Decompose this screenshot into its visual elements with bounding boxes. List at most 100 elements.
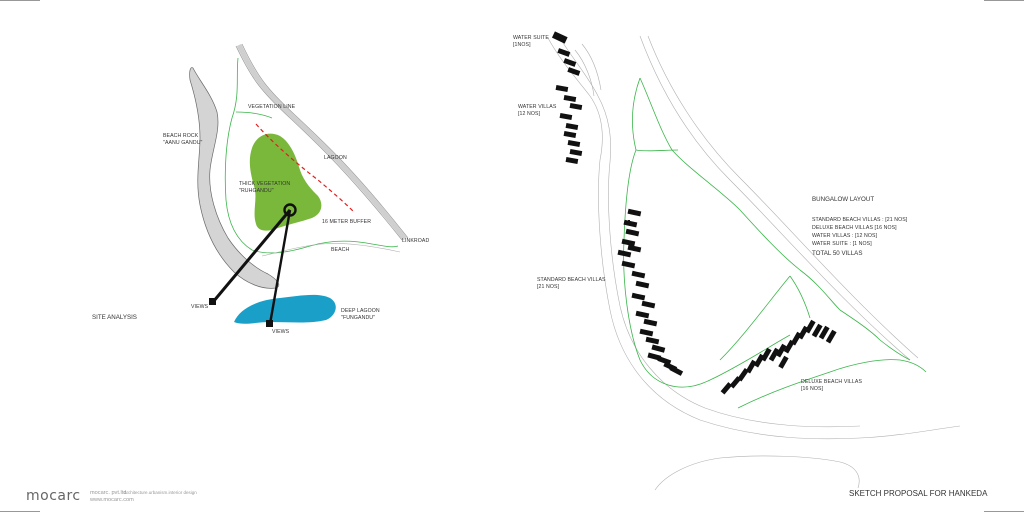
deluxe-villa [745,359,757,374]
deluxe-villa [720,382,733,395]
deluxe-villa [737,367,749,382]
water-villa [555,84,569,92]
standard-beach-villas-group [617,208,684,376]
standard-villa [617,249,632,258]
standard-villa [645,336,660,345]
link-road-outer [235,45,403,241]
standard-villa [627,208,642,217]
standard-villa [639,328,654,337]
water-villa [565,156,579,164]
standard-villa [635,310,650,319]
view-lines [209,203,297,327]
company-logo: mocarc [26,488,81,504]
label-beach: BEACH [331,247,350,253]
coastline-east-1 [639,35,911,361]
water-villa [569,102,583,110]
beach-line [261,243,401,257]
label-deluxe-villas: DELUXE BEACH VILLAS [801,379,862,385]
island-vegetation-east [632,77,811,361]
footer: mocarc mocarc. pvt.ltd. architecture.urb… [26,488,988,504]
site-analysis-diagram: VEGETATION LINE BEACH ROCK "AANU GANDU" … [92,43,429,335]
label-water-suite: WATER SUITE [513,35,549,41]
deluxe-villa [818,325,830,340]
deep-lagoon-area [234,294,336,324]
company-website: www.mocarc.com [89,497,134,503]
label-lagoon: LAGOON [324,155,347,161]
deluxe-villa [775,343,787,358]
standard-villa [631,292,646,301]
water-villa [563,130,577,138]
standard-villa [623,219,638,228]
label-deep-lagoon-name: "FUNGANDU" [341,315,375,321]
deluxe-villa [760,347,772,362]
standard-villa [628,220,630,222]
company-name: mocarc. pvt.ltd. [90,490,128,496]
label-beach-rock-name: "AANU GANDU" [163,140,203,146]
label-vegetation-line: VEGETATION LINE [248,104,296,110]
thick-vegetation-area [249,133,322,231]
label-thick-vegetation: THICK VEGETATION [239,181,290,187]
summary-line: WATER SUITE : [1 NOS] [812,241,872,247]
water-villa [563,94,577,102]
water-villa [563,58,577,67]
standard-villa [625,228,640,237]
label-standard-villas-count: [21 NOS] [537,284,560,290]
coastline-east-2 [647,35,919,359]
water-villa [567,139,581,147]
vegetation-line [224,57,399,254]
link-road-band [236,43,407,241]
label-thick-vegetation-name: "RUHGANDU" [239,188,274,194]
company-tagline: architecture.urbanism.interior design [124,490,197,495]
link-road-inner [241,43,409,239]
standard-villa [621,238,636,247]
standard-villa [647,352,662,361]
standard-villa [631,270,646,279]
water-villa [567,67,581,76]
label-water-villas: WATER VILLAS [518,104,557,110]
coastline-reef [574,43,602,97]
summary-line: STANDARD BEACH VILLAS : [21 NOS] [812,217,908,223]
deluxe-villa [768,347,780,362]
standard-villa [651,344,666,353]
bungalow-layout-title: BUNGALOW LAYOUT [812,196,874,203]
standard-villa [635,280,650,289]
summary-line: WATER VILLAS : [12 NOS] [812,233,878,239]
label-standard-villas: STANDARD BEACH VILLAS [537,277,606,283]
deluxe-villa [778,355,789,369]
view-marker-bottom [266,320,273,327]
summary-line: DELUXE BEACH VILLAS [16 NOS] [812,225,897,231]
standard-villa [641,300,656,309]
label-beach-rock: BEACH ROCK [163,133,199,139]
deluxe-villa [811,323,823,338]
sheet-title: SKETCH PROPOSAL FOR HANKEDA [849,489,988,498]
standard-villa [627,244,642,253]
water-villa [569,148,583,156]
label-deluxe-villas-count: [16 NOS] [801,386,824,392]
beach-vegetation-south [737,359,927,409]
label-views-bottom: VIEWS [272,329,290,335]
island-vegetation-inner [623,149,791,388]
label-buffer: 16 METER BUFFER [322,219,371,225]
label-deep-lagoon: DEEP LAGOON [341,308,380,314]
label-linkroad: LINKROAD [402,238,429,244]
standard-villa [621,260,636,269]
label-water-villas-count: [12 NOS] [518,111,541,117]
water-villa [557,48,571,57]
water-suite [551,31,568,44]
water-villa [559,112,573,120]
standard-villa [669,365,684,376]
site-analysis-title: SITE ANALYSIS [92,314,137,321]
standard-villa [643,318,658,327]
viewpoint-circle [283,203,297,217]
deluxe-villa [825,329,837,344]
summary-total: TOTAL 50 VILLAS [812,250,862,257]
deluxe-villa [804,319,816,334]
coastline-inner [559,37,861,428]
view-marker-left [209,298,216,305]
vegetation-line-upper [235,111,273,119]
south-island-outline [654,455,860,491]
label-water-suite-count: [1NOS] [513,42,531,48]
coastline-outer [547,37,961,440]
